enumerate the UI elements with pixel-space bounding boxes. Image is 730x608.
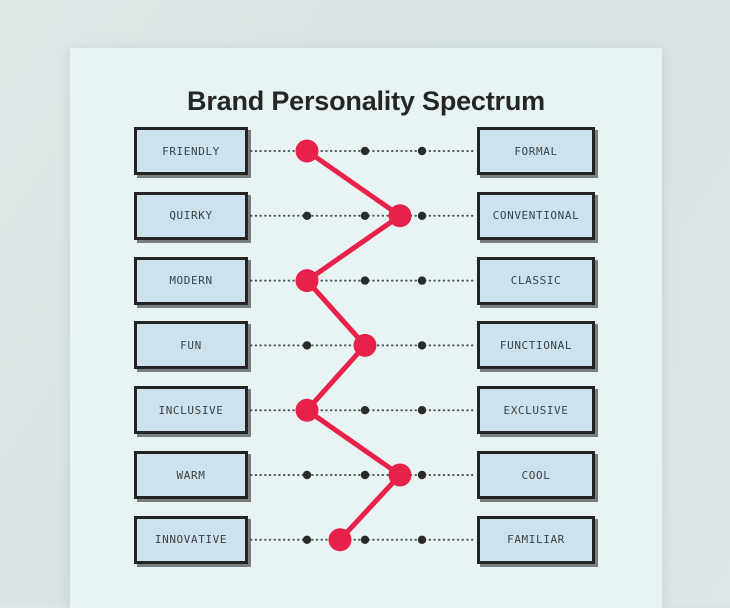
scale-tick-dot (360, 146, 370, 156)
left-pole-box[interactable]: FUN (134, 321, 248, 370)
page-title: Brand Personality Spectrum (187, 86, 545, 116)
scale-tick-dot (417, 535, 427, 544)
right-pole-box[interactable]: CLASSIC (477, 256, 595, 305)
scale-tick-dot (360, 470, 370, 480)
scale-tick-dot (302, 211, 312, 220)
left-pole-label: QUIRKY (169, 209, 213, 223)
scale-tick-dot (417, 341, 427, 350)
right-pole-box[interactable]: FUNCTIONAL (477, 321, 595, 370)
scale-tick-dot (417, 276, 427, 285)
scale-tick-dot (360, 211, 370, 220)
right-pole-label: FUNCTIONAL (499, 338, 573, 352)
brand-position-markers-layer (295, 139, 412, 552)
brand-position-marker[interactable] (388, 463, 412, 487)
brand-position-marker[interactable] (328, 528, 352, 552)
left-pole-label: INCLUSIVE (158, 403, 224, 417)
left-pole-label: WARM (176, 468, 206, 482)
brand-position-marker[interactable] (295, 139, 319, 163)
brand-position-marker[interactable] (295, 398, 319, 422)
spectrum-chart (250, 139, 475, 552)
scale-tick-dot (417, 406, 427, 415)
spectrum-card: Brand Personality Spectrum FRIENDLY FORMA… (70, 48, 662, 608)
right-pole-label: EXCLUSIVE (503, 403, 569, 417)
scale-tick-dot (302, 341, 312, 350)
left-pole-box[interactable]: QUIRKY (134, 191, 248, 240)
left-pole-label: INNOVATIVE (154, 533, 228, 547)
right-pole-label: CLASSIC (510, 274, 562, 288)
right-pole-label: CONVENTIONAL (492, 209, 580, 223)
scale-tick-dot (360, 406, 370, 415)
right-pole-box[interactable]: FORMAL (477, 127, 595, 175)
axis-ticks-layer (302, 146, 427, 544)
pole-box-layer: FRIENDLY FORMAL QUIRKY CONVENTIONAL MODERN CL… (70, 48, 662, 608)
brand-position-marker[interactable] (295, 269, 319, 293)
left-pole-box[interactable]: INCLUSIVE (134, 386, 248, 435)
brand-position-marker[interactable] (388, 204, 412, 228)
left-pole-box[interactable]: WARM (134, 451, 248, 499)
scale-tick-dot (417, 211, 427, 220)
right-pole-label: FAMILIAR (507, 533, 565, 547)
left-pole-label: FRIENDLY (162, 144, 220, 158)
scale-tick-dot (417, 470, 427, 480)
right-pole-label: COOL (521, 468, 551, 482)
scale-tick-dot (302, 535, 312, 544)
left-pole-box[interactable]: MODERN (134, 256, 248, 305)
right-pole-box[interactable]: CONVENTIONAL (477, 191, 595, 240)
right-pole-box[interactable]: FAMILIAR (477, 515, 595, 564)
left-pole-box[interactable]: INNOVATIVE (134, 515, 248, 564)
left-pole-label: FUN (180, 338, 202, 352)
scale-tick-dot (302, 470, 312, 480)
right-pole-box[interactable]: COOL (477, 451, 595, 499)
right-pole-box[interactable]: EXCLUSIVE (477, 386, 595, 435)
axis-lines-layer (250, 150, 475, 541)
left-pole-label: MODERN (169, 274, 213, 288)
scale-tick-dot (417, 146, 427, 156)
left-pole-box[interactable]: FRIENDLY (134, 127, 248, 175)
right-pole-label: FORMAL (514, 144, 558, 158)
brand-position-marker[interactable] (353, 333, 377, 357)
scale-tick-dot (360, 535, 370, 544)
scale-tick-dot (360, 276, 370, 285)
